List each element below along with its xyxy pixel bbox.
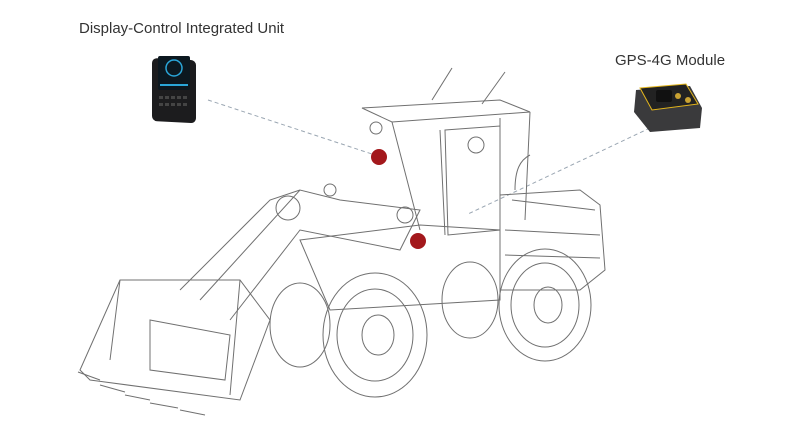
leader-lines	[207, 99, 651, 215]
gps-module-label: GPS-4G Module	[615, 52, 726, 69]
leader-line-gps	[467, 127, 651, 215]
display-control-unit-image	[152, 56, 196, 124]
wheel-loader-wireframe	[77, 67, 606, 416]
display-unit-label: Display-Control Integrated Unit	[79, 20, 285, 37]
rear-wheel	[441, 248, 592, 362]
display-unit-marker	[371, 149, 387, 165]
leader-line-display	[207, 99, 373, 155]
front-wheel	[269, 272, 428, 398]
gps-4g-module-image	[634, 83, 702, 132]
gps-module-marker	[410, 233, 426, 249]
